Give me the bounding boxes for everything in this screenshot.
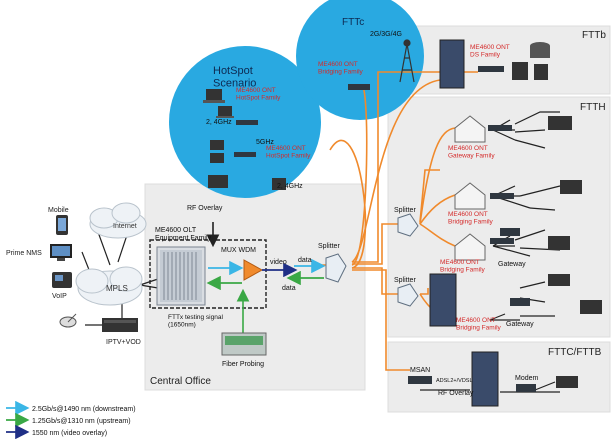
mpls-label: MPLS (106, 284, 128, 293)
wifi-24-top-label: 2, 4GHz (206, 119, 232, 126)
data-label-2: data (282, 285, 296, 292)
ftth-title: FTTH (580, 102, 606, 113)
fttb-panel (387, 25, 611, 95)
fttc-fttb-equipment (408, 351, 578, 407)
mobile-label: Mobile (48, 207, 69, 214)
mobile-device (56, 215, 68, 235)
fttb-title: FTTb (582, 30, 606, 41)
ftth-splitter-1-label: Splitter (394, 207, 416, 214)
internet-label: Internet (113, 223, 137, 230)
fttb-equipment (439, 39, 550, 89)
central-splitter-label: Splitter (318, 243, 340, 250)
video-label: video (270, 259, 287, 266)
fttc-title: FTTc (342, 17, 364, 28)
olt-chassis (156, 246, 206, 306)
voip-phone (52, 272, 72, 288)
fttc-ont-box (348, 84, 370, 90)
rf-overlay-label: RF Overlay (187, 205, 223, 212)
fiber-lines (312, 71, 478, 371)
central-splitter-icon (325, 253, 347, 283)
hotspot-devices (203, 89, 286, 190)
ftth-splitter-1-icon (397, 213, 419, 237)
prime-nms-monitor (50, 244, 72, 261)
fttc-fttb-title: FTTC/FTTB (548, 347, 602, 358)
ftth-splitter-2-icon (397, 283, 419, 307)
msan-label: MSAN (410, 367, 430, 374)
ftth-equipment (429, 115, 602, 327)
fiber-probing-device (221, 332, 267, 356)
iptv-equipment (59, 313, 138, 332)
mux-wdm-label: MUX WDM (221, 247, 256, 254)
ftth-splitter-2-label: Splitter (394, 277, 416, 284)
voip-label: VoIP (52, 293, 67, 300)
legend: 2.5Gb/s@1490 nm (downstream) 1.25Gb/s@13… (6, 400, 136, 440)
cell-tower (399, 39, 415, 83)
legend-upstream-label: 1.25Gb/s@1310 nm (upstream) (32, 418, 131, 425)
mpls-cloud: MPLS (75, 266, 143, 306)
ftth-gateway-2-label: Gateway (506, 321, 534, 328)
internet-cloud: Internet (89, 202, 147, 239)
central-office-title: Central Office (150, 376, 211, 387)
adsl-label: ADSL2+/VDSL (436, 378, 473, 384)
wifi-24-bottom-label: 2, 4GHz (277, 183, 303, 190)
fttc-rf-overlay-label: RF Overlay (438, 390, 474, 397)
ftth-gateway-1-label: Gateway (498, 261, 526, 268)
data-label-1: data (298, 257, 312, 264)
legend-downstream-label: 2.5Gb/s@1490 nm (downstream) (32, 406, 136, 413)
testing-signal-label: FTTx testing signal(1650nm) (168, 314, 223, 328)
legend-video-label: 1550 nm (video overlay) (32, 430, 107, 437)
fiber-probing-label: Fiber Probing (222, 361, 264, 368)
iptv-label: IPTV+VOD (106, 339, 141, 346)
wifi-5-label: 5GHz (256, 139, 274, 146)
fttc-radio-label: 2G/3G/4G (370, 31, 402, 38)
prime-nms-label: Prime NMS (6, 250, 42, 257)
fttc-circle (296, 0, 424, 120)
mux-wdm-amplifier (243, 259, 264, 281)
modem-label: Modem (515, 375, 539, 382)
